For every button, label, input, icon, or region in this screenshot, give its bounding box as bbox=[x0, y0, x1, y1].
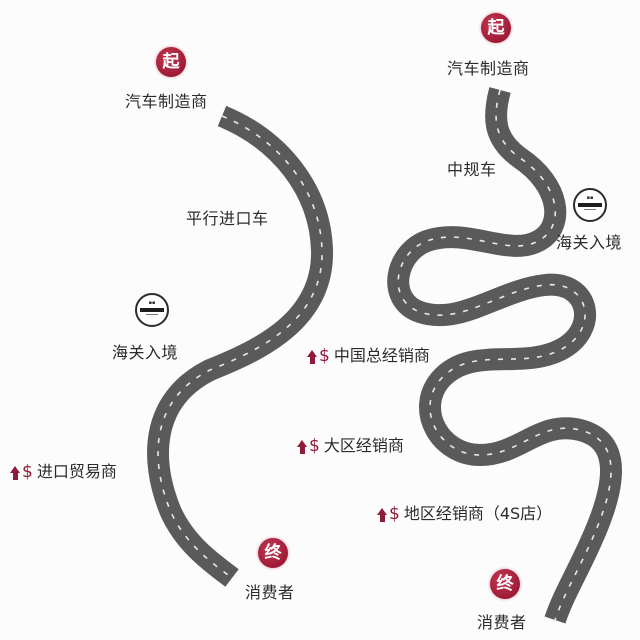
dollar-icon: $ bbox=[389, 504, 400, 524]
route-label-china-spec: 中规车 bbox=[447, 160, 497, 179]
left-road bbox=[147, 105, 334, 587]
start-label-left: 汽车制造商 bbox=[125, 92, 208, 111]
end-badge-right: 终 bbox=[490, 569, 520, 599]
dealer-item-national-distributor: $ 中国总经销商 bbox=[307, 346, 430, 366]
end-badge-text: 终 bbox=[264, 543, 282, 563]
price-up-icon bbox=[297, 439, 307, 454]
dealer-item-import-trader: $ 进口贸易商 bbox=[10, 462, 117, 482]
price-up-icon bbox=[377, 507, 387, 522]
start-badge-right: 起 bbox=[481, 13, 511, 43]
customs-label-right: 海关入境 bbox=[556, 233, 623, 252]
dollar-icon: $ bbox=[319, 346, 330, 366]
route-label-parallel-import: 平行进口车 bbox=[186, 209, 269, 228]
start-badge-text: 起 bbox=[487, 18, 505, 38]
dollar-icon: $ bbox=[22, 462, 33, 482]
end-badge-text: 终 bbox=[496, 574, 514, 594]
right-road bbox=[387, 87, 622, 624]
customs-stamp-icon: ▪▪ bbox=[573, 188, 607, 222]
end-label-left: 消费者 bbox=[245, 583, 295, 602]
dealer-label: 地区经销商（4S店） bbox=[403, 504, 553, 523]
customs-label-left: 海关入境 bbox=[112, 343, 179, 362]
dealer-label: 大区经销商 bbox=[323, 436, 404, 455]
start-badge-left: 起 bbox=[156, 47, 186, 77]
dealer-item-regional-distributor: $ 大区经销商 bbox=[297, 436, 404, 456]
dealer-label: 中国总经销商 bbox=[333, 346, 430, 365]
start-label-right: 汽车制造商 bbox=[447, 59, 530, 78]
dealer-item-local-4s-store: $ 地区经销商（4S店） bbox=[377, 504, 552, 524]
dealer-label: 进口贸易商 bbox=[36, 462, 117, 481]
price-up-icon bbox=[10, 465, 20, 480]
customs-stamp-icon: ▪▪ bbox=[135, 293, 169, 327]
dollar-icon: $ bbox=[309, 436, 320, 456]
end-badge-left: 终 bbox=[258, 538, 288, 568]
start-badge-text: 起 bbox=[162, 52, 180, 72]
end-label-right: 消费者 bbox=[477, 613, 527, 632]
price-up-icon bbox=[307, 349, 317, 364]
